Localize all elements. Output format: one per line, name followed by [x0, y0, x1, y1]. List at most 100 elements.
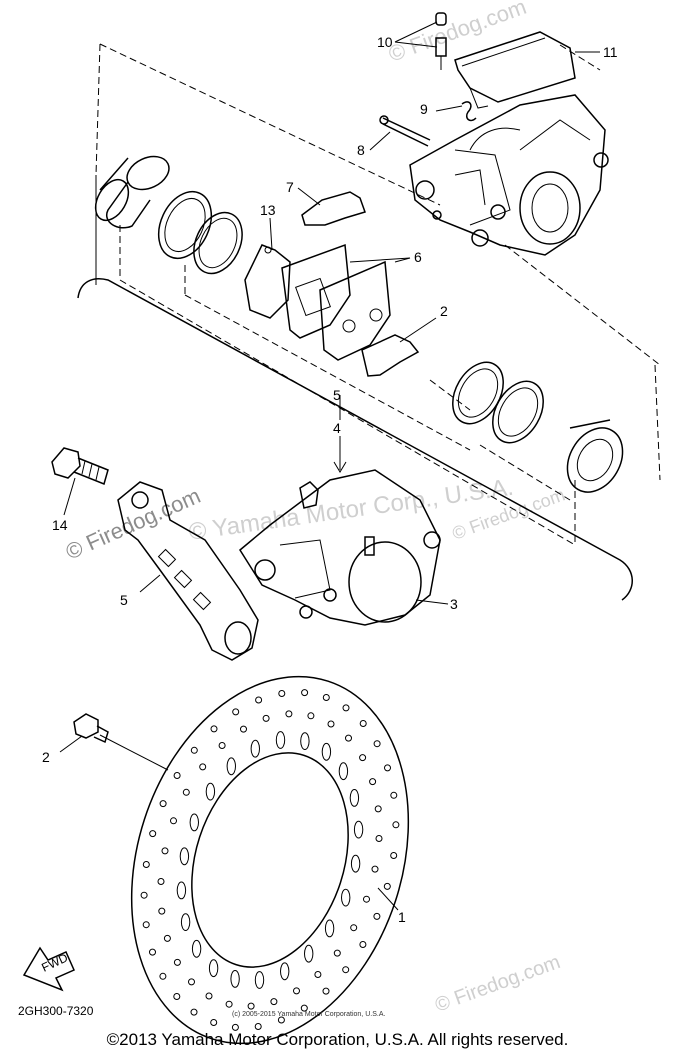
disc-hole	[149, 830, 157, 838]
seals-upper	[157, 190, 243, 275]
disc-hole	[353, 820, 364, 839]
disc-hole	[390, 852, 398, 859]
disc-hole	[140, 891, 148, 899]
piston-lower	[566, 419, 624, 493]
disc-hole	[363, 895, 370, 903]
disc-hole	[307, 712, 315, 720]
lower-caliper	[239, 469, 441, 626]
disc-hole	[359, 941, 367, 948]
disc-hole	[218, 742, 226, 749]
callout-3: 3	[450, 596, 458, 612]
diagram-code: 2GH300-7320	[18, 1004, 94, 1018]
callout-5-lower: 5	[120, 592, 128, 608]
disc-hole	[210, 1019, 218, 1026]
disc-hole	[173, 958, 181, 966]
disc-hole	[254, 971, 265, 989]
disc-hole	[280, 962, 290, 981]
disc-hole	[157, 878, 165, 885]
callout-7: 7	[286, 179, 294, 195]
disc-hole	[231, 1023, 239, 1031]
disc-hole	[338, 762, 349, 781]
disc-hole	[225, 1000, 233, 1008]
disc-hole	[232, 708, 240, 716]
disc-hole	[199, 763, 207, 771]
disc-hole	[350, 924, 358, 932]
disc-hole	[342, 966, 350, 974]
disc-hole	[349, 789, 360, 807]
disc-hole	[161, 847, 169, 855]
brake-disc	[130, 675, 410, 1045]
disc-hole	[226, 757, 237, 776]
disc-hole	[254, 1023, 262, 1030]
disc-hole	[278, 690, 286, 697]
mount-bolt	[51, 447, 109, 486]
disc-hole	[285, 710, 293, 718]
callout-10: 10	[377, 34, 393, 50]
disc-hole	[275, 731, 286, 749]
disc-hole	[149, 948, 156, 956]
pin-clip	[461, 101, 477, 122]
disc-hole	[333, 949, 341, 957]
disc-hole	[359, 754, 367, 762]
callout-14: 14	[52, 517, 68, 533]
callout-8: 8	[357, 142, 365, 158]
caliper-bracket	[117, 481, 259, 661]
disc-hole	[189, 813, 200, 832]
callout-6: 6	[414, 249, 422, 265]
disc-hole	[392, 821, 400, 829]
disc-hole	[176, 881, 187, 900]
disc-hole	[142, 921, 150, 929]
small-copyright: (c) 2005-2015 Yamaha Motor Corporation, …	[232, 1011, 385, 1018]
disc-hole	[327, 720, 335, 728]
disc-hole	[182, 788, 190, 796]
disc-hole	[173, 772, 181, 779]
watermark-top: © Firedog.com	[385, 0, 529, 67]
disc-hole	[250, 739, 261, 758]
disc-hole	[322, 987, 330, 995]
disc-hole	[375, 835, 383, 842]
callout-5-upper: 5	[333, 387, 341, 403]
pad-pin	[379, 115, 431, 147]
disc-hole	[374, 805, 382, 813]
disc-hole	[342, 704, 350, 712]
disc-hole	[373, 740, 381, 748]
callout-1: 1	[398, 909, 406, 925]
leader-lines	[59, 21, 600, 911]
disc-hole	[359, 720, 367, 727]
disc-hole	[369, 778, 377, 786]
callout-4: 4	[333, 420, 341, 436]
disc-hole	[341, 888, 351, 907]
pad-shim-outer	[361, 334, 420, 377]
disc-hole	[159, 972, 167, 980]
disc-hole	[247, 1002, 255, 1010]
disc-hole	[180, 913, 191, 931]
disc-hole	[230, 970, 240, 988]
disc-hole	[270, 998, 278, 1006]
disc-hole	[208, 959, 219, 978]
disc-hole	[170, 817, 177, 825]
disc-hole	[240, 725, 247, 733]
disc-hole	[384, 764, 391, 772]
callout-2-upper: 2	[440, 303, 448, 319]
disc-hole	[262, 714, 270, 722]
disc-hole	[301, 689, 309, 697]
disc-hole	[300, 732, 310, 750]
disc-hole	[190, 746, 198, 754]
fwd-arrow: FWD	[22, 946, 75, 992]
disc-hole	[255, 696, 263, 704]
disc-hole	[179, 847, 190, 866]
disc-holes	[140, 689, 400, 1031]
disc-hole	[383, 882, 391, 890]
disc-hole	[304, 944, 314, 963]
pad-cover	[454, 31, 576, 109]
disc-bolt	[73, 713, 109, 744]
brake-pads	[281, 243, 391, 361]
pad-spring	[301, 191, 366, 226]
disc-hole	[345, 734, 352, 742]
disc-hole	[300, 1004, 308, 1012]
disc-hole	[191, 939, 202, 958]
disc-hole	[205, 992, 213, 1000]
disc-hole	[142, 861, 150, 868]
disc-hole	[173, 993, 181, 1000]
